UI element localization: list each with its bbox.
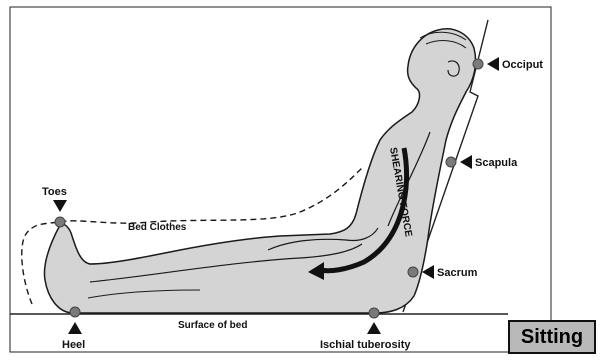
- scapula-point: [446, 157, 456, 167]
- ischial-label: Ischial tuberosity: [320, 339, 411, 351]
- occiput-point: [473, 59, 483, 69]
- bed-clothes-label: Bed Clothes: [128, 222, 187, 233]
- heel-label: Heel: [62, 339, 85, 351]
- heel-point: [70, 307, 80, 317]
- toes-point: [55, 217, 65, 227]
- toes-label: Toes: [42, 186, 67, 198]
- sacrum-point: [408, 267, 418, 277]
- caption-sitting: Sitting: [508, 320, 596, 354]
- sacrum-label: Sacrum: [437, 267, 478, 279]
- surface-label: Surface of bed: [178, 320, 247, 331]
- scapula-label: Scapula: [475, 157, 518, 169]
- occiput-label: Occiput: [502, 59, 543, 71]
- ischial-point: [369, 308, 379, 318]
